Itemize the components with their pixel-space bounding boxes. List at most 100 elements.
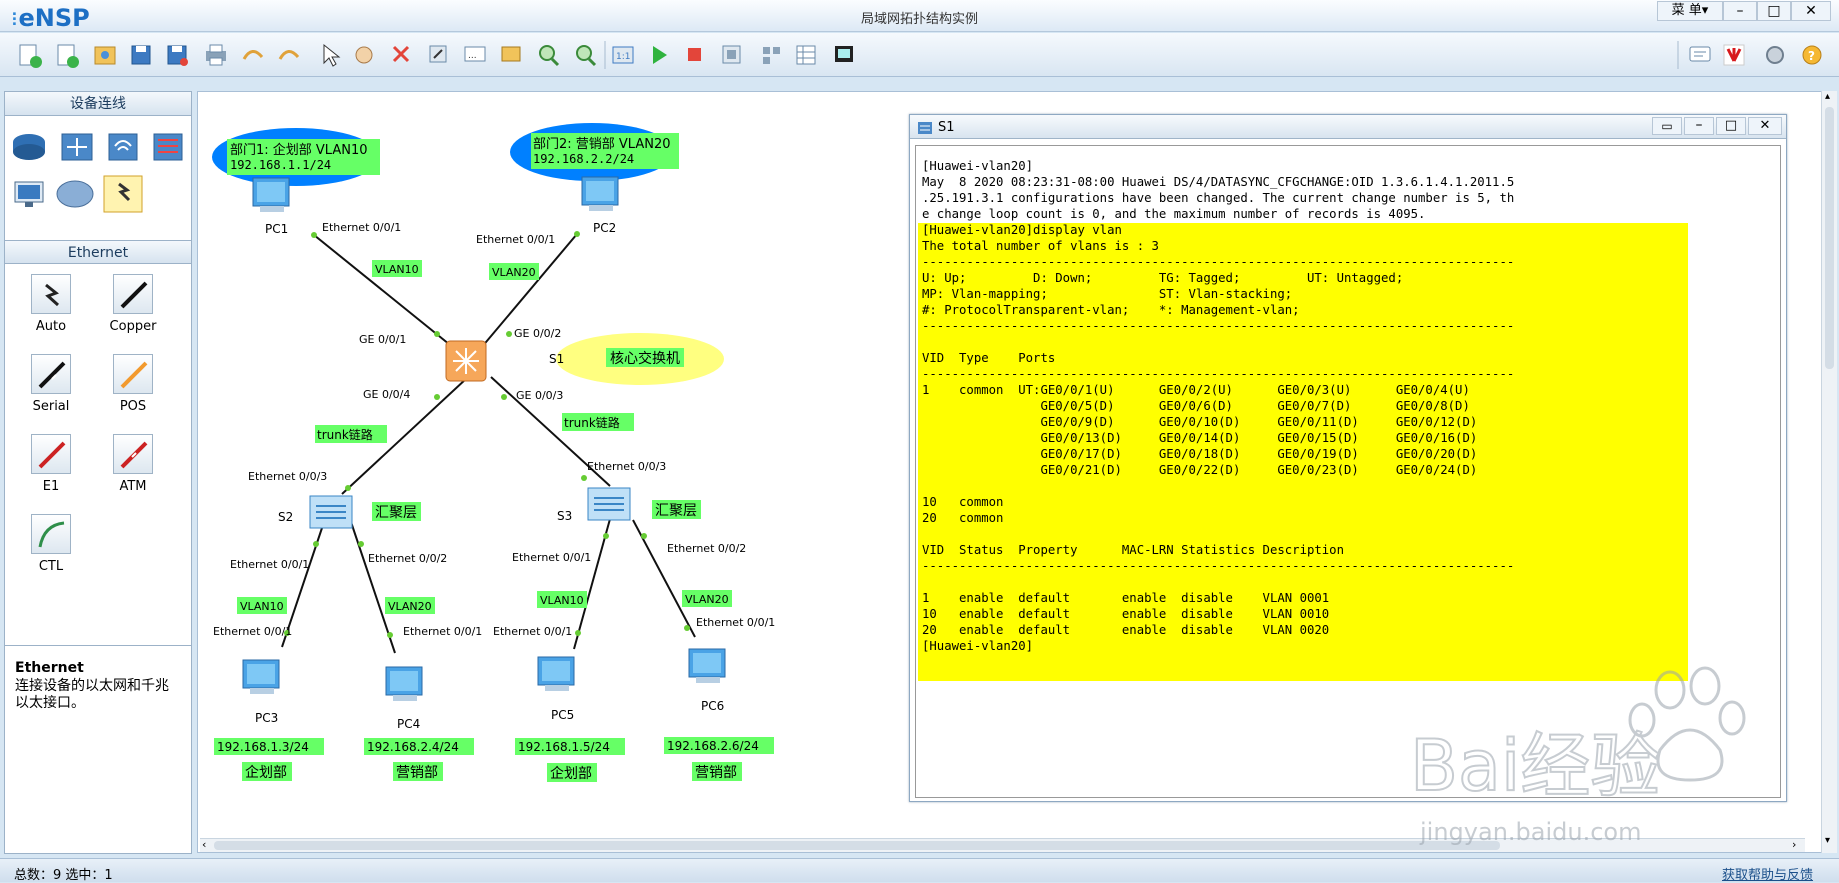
- console-restore-button[interactable]: ▭: [1652, 117, 1682, 135]
- topology-diagram[interactable]: 部门1: 企划部 VLAN10 192.168.1.1/24 部门2: 营销部 …: [198, 92, 1823, 854]
- zoom-out-icon[interactable]: [576, 45, 597, 67]
- cable-category-icon[interactable]: [103, 175, 143, 213]
- s3-switch[interactable]: [587, 487, 631, 521]
- cable-auto-label: Auto: [35, 319, 67, 334]
- settings-gear-icon[interactable]: [1766, 46, 1784, 64]
- start-device-icon[interactable]: [653, 46, 667, 64]
- port-indicators: [284, 231, 690, 638]
- link-s1-s3[interactable]: [490, 376, 611, 487]
- cable-pos-tool[interactable]: POS: [91, 354, 175, 414]
- minimize-button[interactable]: –: [1723, 1, 1757, 21]
- select-pointer-icon[interactable]: [323, 43, 341, 67]
- redo-icon[interactable]: [278, 50, 300, 60]
- canvas-vertical-scrollbar[interactable]: ▴ ▾: [1821, 91, 1837, 853]
- help-feedback-link[interactable]: 获取帮助与反馈: [1722, 868, 1814, 883]
- vertical-scroll-thumb[interactable]: [1825, 107, 1834, 369]
- grid-settings-icon[interactable]: [763, 47, 780, 64]
- scroll-left-icon[interactable]: ‹: [202, 838, 207, 851]
- console-titlebar[interactable]: S1 ▭ – □ ✕: [910, 115, 1786, 139]
- window-title: 局域网拓扑结构实例: [860, 12, 978, 27]
- horizontal-scroll-thumb[interactable]: [214, 841, 1500, 850]
- open-icon[interactable]: [94, 46, 116, 65]
- pc6-device[interactable]: [688, 648, 726, 683]
- scroll-down-icon[interactable]: ▾: [1825, 835, 1831, 846]
- pc-category-icon[interactable]: [14, 181, 44, 207]
- s1-core-switch[interactable]: [445, 340, 487, 382]
- stop-device-icon[interactable]: [688, 48, 701, 61]
- link-s3-pc5[interactable]: [573, 518, 611, 650]
- console-window[interactable]: S1 ▭ – □ ✕ [Huawei-vlan20] May 8 2020 08…: [909, 114, 1787, 802]
- pc1-device[interactable]: [252, 177, 290, 212]
- cable-atm-tool[interactable]: ATM: [91, 434, 175, 494]
- console-maximize-button[interactable]: □: [1716, 117, 1746, 135]
- palette-icon[interactable]: [501, 46, 521, 62]
- topology-screenshot-icon[interactable]: [835, 46, 853, 62]
- app-name: eNSP: [18, 4, 90, 32]
- wireless-icon[interactable]: [108, 133, 138, 161]
- link-pc2-s1[interactable]: [480, 233, 578, 349]
- firewall-icon[interactable]: [153, 133, 183, 161]
- console-close-button[interactable]: ✕: [1748, 117, 1782, 135]
- scroll-right-icon[interactable]: ›: [1792, 838, 1797, 851]
- new-topology-icon[interactable]: [19, 44, 42, 68]
- help-icon[interactable]: ?: [1802, 45, 1822, 65]
- port-dot: [684, 625, 690, 631]
- scroll-up-icon[interactable]: ▴: [1825, 91, 1831, 102]
- trunk-a-label: trunk链路: [317, 427, 373, 442]
- device-category-header: 设备连线: [5, 92, 191, 116]
- status-bar: 总数：9 选中：1 获取帮助与反馈: [0, 858, 1839, 883]
- cloud-icon[interactable]: [56, 180, 94, 208]
- ip-pc6-label: 192.168.2.6/24: [667, 739, 759, 753]
- huawei-logo-icon[interactable]: [1723, 44, 1745, 66]
- print-icon[interactable]: [206, 44, 226, 66]
- drag-hand-icon[interactable]: [355, 46, 373, 64]
- new-blank-icon[interactable]: [57, 44, 79, 68]
- vlan20-c-label: VLAN20: [685, 593, 729, 606]
- ip-pc4-label: 192.168.2.4/24: [367, 740, 459, 754]
- port-dot: [574, 231, 580, 237]
- description-title: Ethernet: [15, 660, 84, 676]
- menu-button[interactable]: 菜 单▾: [1657, 1, 1723, 21]
- port-label: Ethernet 0/0/3: [248, 470, 327, 483]
- delete-link-icon[interactable]: [429, 45, 447, 63]
- cable-copper-tool[interactable]: Copper: [91, 274, 175, 334]
- serial-cable-icon: [31, 354, 71, 394]
- ip-pc6-bg: [664, 737, 774, 754]
- close-button[interactable]: ✕: [1791, 1, 1831, 21]
- cable-e1-tool[interactable]: E1: [9, 434, 93, 494]
- canvas-horizontal-scrollbar[interactable]: ‹ ›: [200, 838, 1805, 852]
- delete-icon[interactable]: [392, 45, 410, 63]
- text-annotation-icon[interactable]: ...: [464, 46, 486, 62]
- undo-icon[interactable]: [242, 50, 264, 60]
- cable-ctl-tool[interactable]: CTL: [9, 514, 93, 574]
- link-s3-pc6[interactable]: [632, 519, 696, 638]
- save-as-icon[interactable]: [167, 45, 188, 66]
- switch-category-icon[interactable]: [61, 133, 93, 161]
- cable-description: Ethernet 连接设备的以太网和千兆以太接口。: [5, 645, 191, 853]
- capture-data-icon[interactable]: [722, 45, 741, 64]
- core-switch-label: 核心交换机: [610, 350, 680, 367]
- maximize-button[interactable]: □: [1757, 1, 1791, 21]
- console-minimize-button[interactable]: –: [1684, 117, 1714, 135]
- save-icon[interactable]: [131, 45, 151, 65]
- link-s1-s2[interactable]: [341, 377, 468, 495]
- pc5-device[interactable]: [537, 656, 575, 691]
- pc3-device[interactable]: [242, 659, 280, 694]
- console-terminal[interactable]: [Huawei-vlan20] May 8 2020 08:23:31-08:0…: [915, 145, 1781, 798]
- terminal-output[interactable]: [Huawei-vlan20] May 8 2020 08:23:31-08:0…: [922, 159, 1515, 653]
- table-view-icon[interactable]: [796, 45, 816, 65]
- port-label: Ethernet 0/0/1: [493, 625, 572, 638]
- s2-switch[interactable]: [309, 495, 353, 529]
- zoom-in-icon[interactable]: [539, 45, 560, 67]
- link-pc1-s1[interactable]: [313, 234, 466, 358]
- vlan20-c-bg: [682, 590, 732, 607]
- dept2-label-line2: 192.168.2.2/24: [533, 152, 634, 166]
- pc2-device[interactable]: [581, 176, 619, 211]
- router-icon[interactable]: [13, 134, 45, 160]
- message-icon[interactable]: [1689, 46, 1711, 62]
- cable-auto-tool[interactable]: Auto: [9, 274, 93, 334]
- fit-view-icon[interactable]: 1:1: [612, 46, 634, 64]
- cable-serial-tool[interactable]: Serial: [9, 354, 93, 414]
- port-label: Ethernet 0/0/1: [230, 558, 309, 571]
- pc4-device[interactable]: [385, 666, 423, 701]
